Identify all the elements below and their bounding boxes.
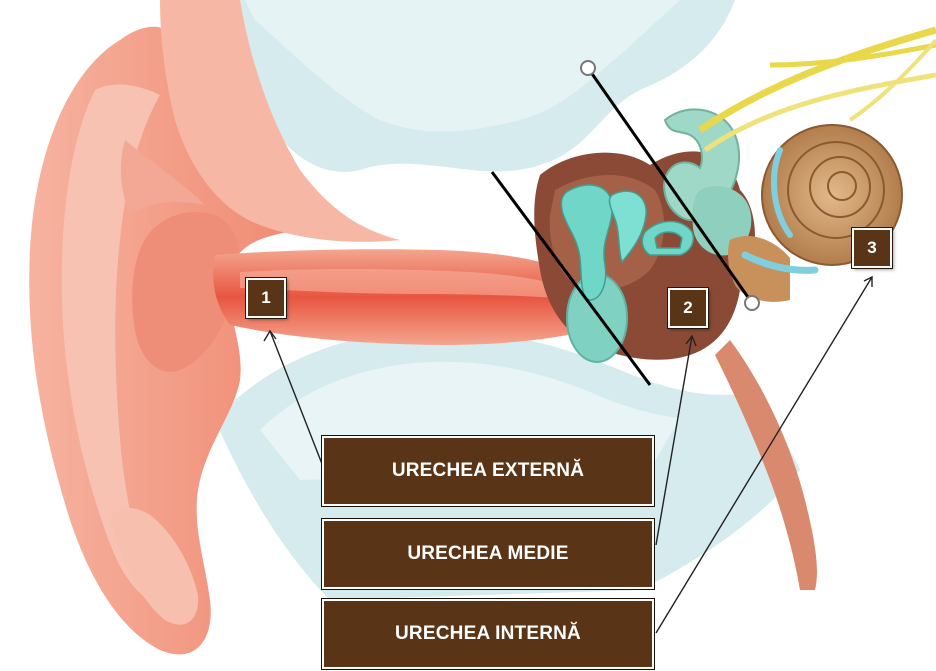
label-outer-ear: URECHEA EXTERNĂ <box>322 436 654 506</box>
marker-1: 1 <box>246 278 286 318</box>
marker-2: 2 <box>668 288 708 328</box>
boundary-point-top <box>581 61 595 75</box>
label-inner-ear: URECHEA INTERNĂ <box>322 599 654 669</box>
boundary-point-bottom <box>745 296 759 310</box>
label-middle-ear: URECHEA MEDIE <box>322 519 654 589</box>
marker-3: 3 <box>852 228 892 268</box>
